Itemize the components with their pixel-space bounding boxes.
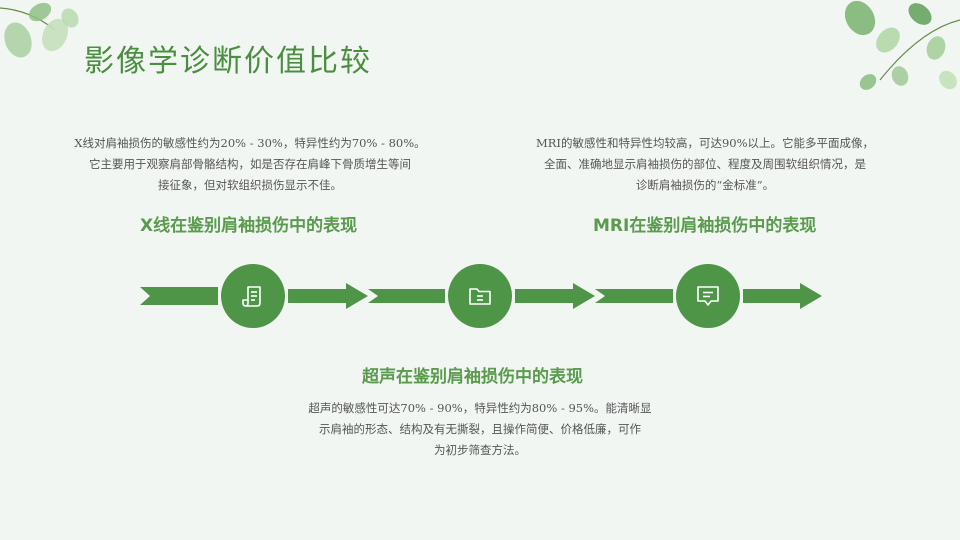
ultrasound-description-line: 示肩袖的形态、结构及有无撕裂，且操作简便、价格低廉，可作 [319, 422, 641, 436]
ultrasound-description-line: 为初步筛查方法。 [434, 443, 526, 457]
document-icon [242, 286, 261, 307]
ultrasound-node [448, 264, 512, 328]
timeline-arrow-segment [368, 289, 445, 303]
mri-description-line: MRI的敏感性和特异性均较高，可达90%以上。它能多平面成像， [535, 136, 875, 150]
mri-description-line: 诊断肩袖损伤的“金标准”。 [635, 178, 775, 192]
timeline-arrow-segment [743, 283, 822, 309]
timeline-arrow-segment [595, 289, 673, 303]
ultrasound-heading: 超声在鉴别肩袖损伤中的表现 [362, 367, 583, 387]
xray-heading: X线在鉴别肩袖损伤中的表现 [140, 216, 358, 236]
timeline-arrow-segment [140, 287, 218, 305]
ultrasound-description: 超声的敏感性可达70% - 90%，特异性约为80% - 95%。能清晰显 示肩… [300, 398, 660, 461]
page-title: 影像学诊断价值比较 [84, 44, 372, 79]
folder-icon [469, 288, 491, 305]
mri-description: MRI的敏感性和特异性均较高，可达90%以上。它能多平面成像， 全面、准确地显示… [520, 133, 890, 196]
timeline-arrow-segment [515, 283, 595, 309]
xray-node [221, 264, 285, 328]
xray-description-line: 它主要用于观察肩部骨骼结构，如是否存在肩峰下骨质增生等间 [89, 157, 411, 171]
timeline-arrow-segment [288, 283, 368, 309]
xray-description-line: X线对肩袖损伤的敏感性约为20% - 30%，特异性约为70% - 80%。 [74, 136, 426, 150]
message-icon [697, 286, 719, 306]
xray-description-line: 接征象，但对软组织损伤显示不佳。 [158, 178, 342, 192]
mri-node [676, 264, 740, 328]
mri-description-line: 全面、准确地显示肩袖损伤的部位、程度及周围软组织情况，是 [544, 157, 866, 171]
mri-heading: MRI在鉴别肩袖损伤中的表现 [593, 216, 817, 236]
ultrasound-description-line: 超声的敏感性可达70% - 90%，特异性约为80% - 95%。能清晰显 [308, 401, 652, 415]
leaves-decoration-right [844, 0, 960, 90]
leaves-decoration-left [0, 2, 79, 58]
xray-description: X线对肩袖损伤的敏感性约为20% - 30%，特异性约为70% - 80%。 它… [70, 133, 430, 196]
